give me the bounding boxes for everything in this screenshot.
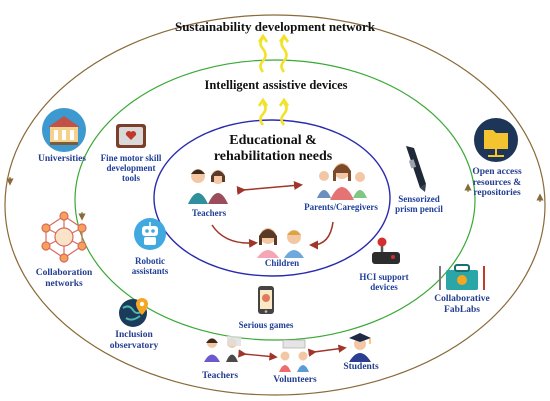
collaboration-networks-label: Collaboration networks — [35, 268, 93, 289]
wave-arrow-top-right — [278, 33, 290, 73]
outer-ring — [4, 14, 546, 396]
folder-network-icon — [474, 118, 518, 162]
arrow-teachers-children — [211, 224, 258, 248]
arrow-volunteers-students — [307, 344, 347, 357]
robot-icon — [134, 218, 166, 250]
arrow-teachers-volunteers — [238, 349, 278, 361]
parents-group-icon — [317, 163, 367, 200]
wave-arrow-mid-right — [278, 97, 290, 126]
arrow-teachers-parents — [236, 181, 303, 196]
bottom-teachers-label: Teachers — [201, 371, 239, 381]
inner-teachers-label: Teachers — [191, 208, 227, 218]
robotic-assistants-label: Robotic assistants — [131, 256, 169, 277]
outer-ring-title: Sustainability development network — [174, 19, 376, 34]
open-access-label: Open access resources & repositories — [472, 167, 522, 199]
inner-ring — [153, 119, 391, 277]
children-icon — [257, 228, 304, 258]
wave-arrow-mid-left — [257, 97, 269, 126]
volunteers-label: Volunteers — [273, 375, 317, 385]
wave-arrow-top-left — [257, 33, 269, 73]
prism-pencil-label: Sensorized prism pencil — [395, 194, 443, 215]
motor-skill-board-icon — [116, 124, 146, 148]
globe-location-icon — [119, 298, 148, 327]
arrow-parents-children — [309, 221, 334, 250]
joystick-icon — [372, 237, 400, 264]
volunteers-icon — [279, 339, 309, 372]
middle-ring-title: Intelligent assistive devices — [204, 78, 348, 92]
inner-children-label: Children — [264, 258, 300, 268]
university-building-icon — [42, 108, 86, 152]
teacher-person-icon-bottom — [204, 336, 241, 362]
network-people-icon — [41, 211, 87, 263]
serious-games-label: Serious games — [238, 320, 294, 330]
inner-parents-label: Parents/Caregivers — [304, 202, 378, 212]
teacher-person-icon — [188, 169, 228, 204]
collaborative-fablabs-label: Collaborative FabLabs — [434, 294, 490, 315]
prism-pencil-icon — [406, 146, 426, 192]
students-graduate-icon — [349, 333, 371, 362]
middle-ring — [74, 59, 476, 341]
toolbox-icon — [439, 264, 485, 290]
universities-label: Universities — [37, 154, 87, 164]
hci-support-label: HCI support devices — [359, 272, 409, 293]
smartphone-game-icon — [258, 286, 274, 314]
inner-ring-title: Educational & rehabilitation needs — [213, 133, 333, 165]
fine-motor-label: Fine motor skill development tools — [100, 153, 162, 184]
inclusion-observatory-label: Inclusion observatory — [109, 330, 159, 351]
students-label: Students — [343, 362, 379, 372]
